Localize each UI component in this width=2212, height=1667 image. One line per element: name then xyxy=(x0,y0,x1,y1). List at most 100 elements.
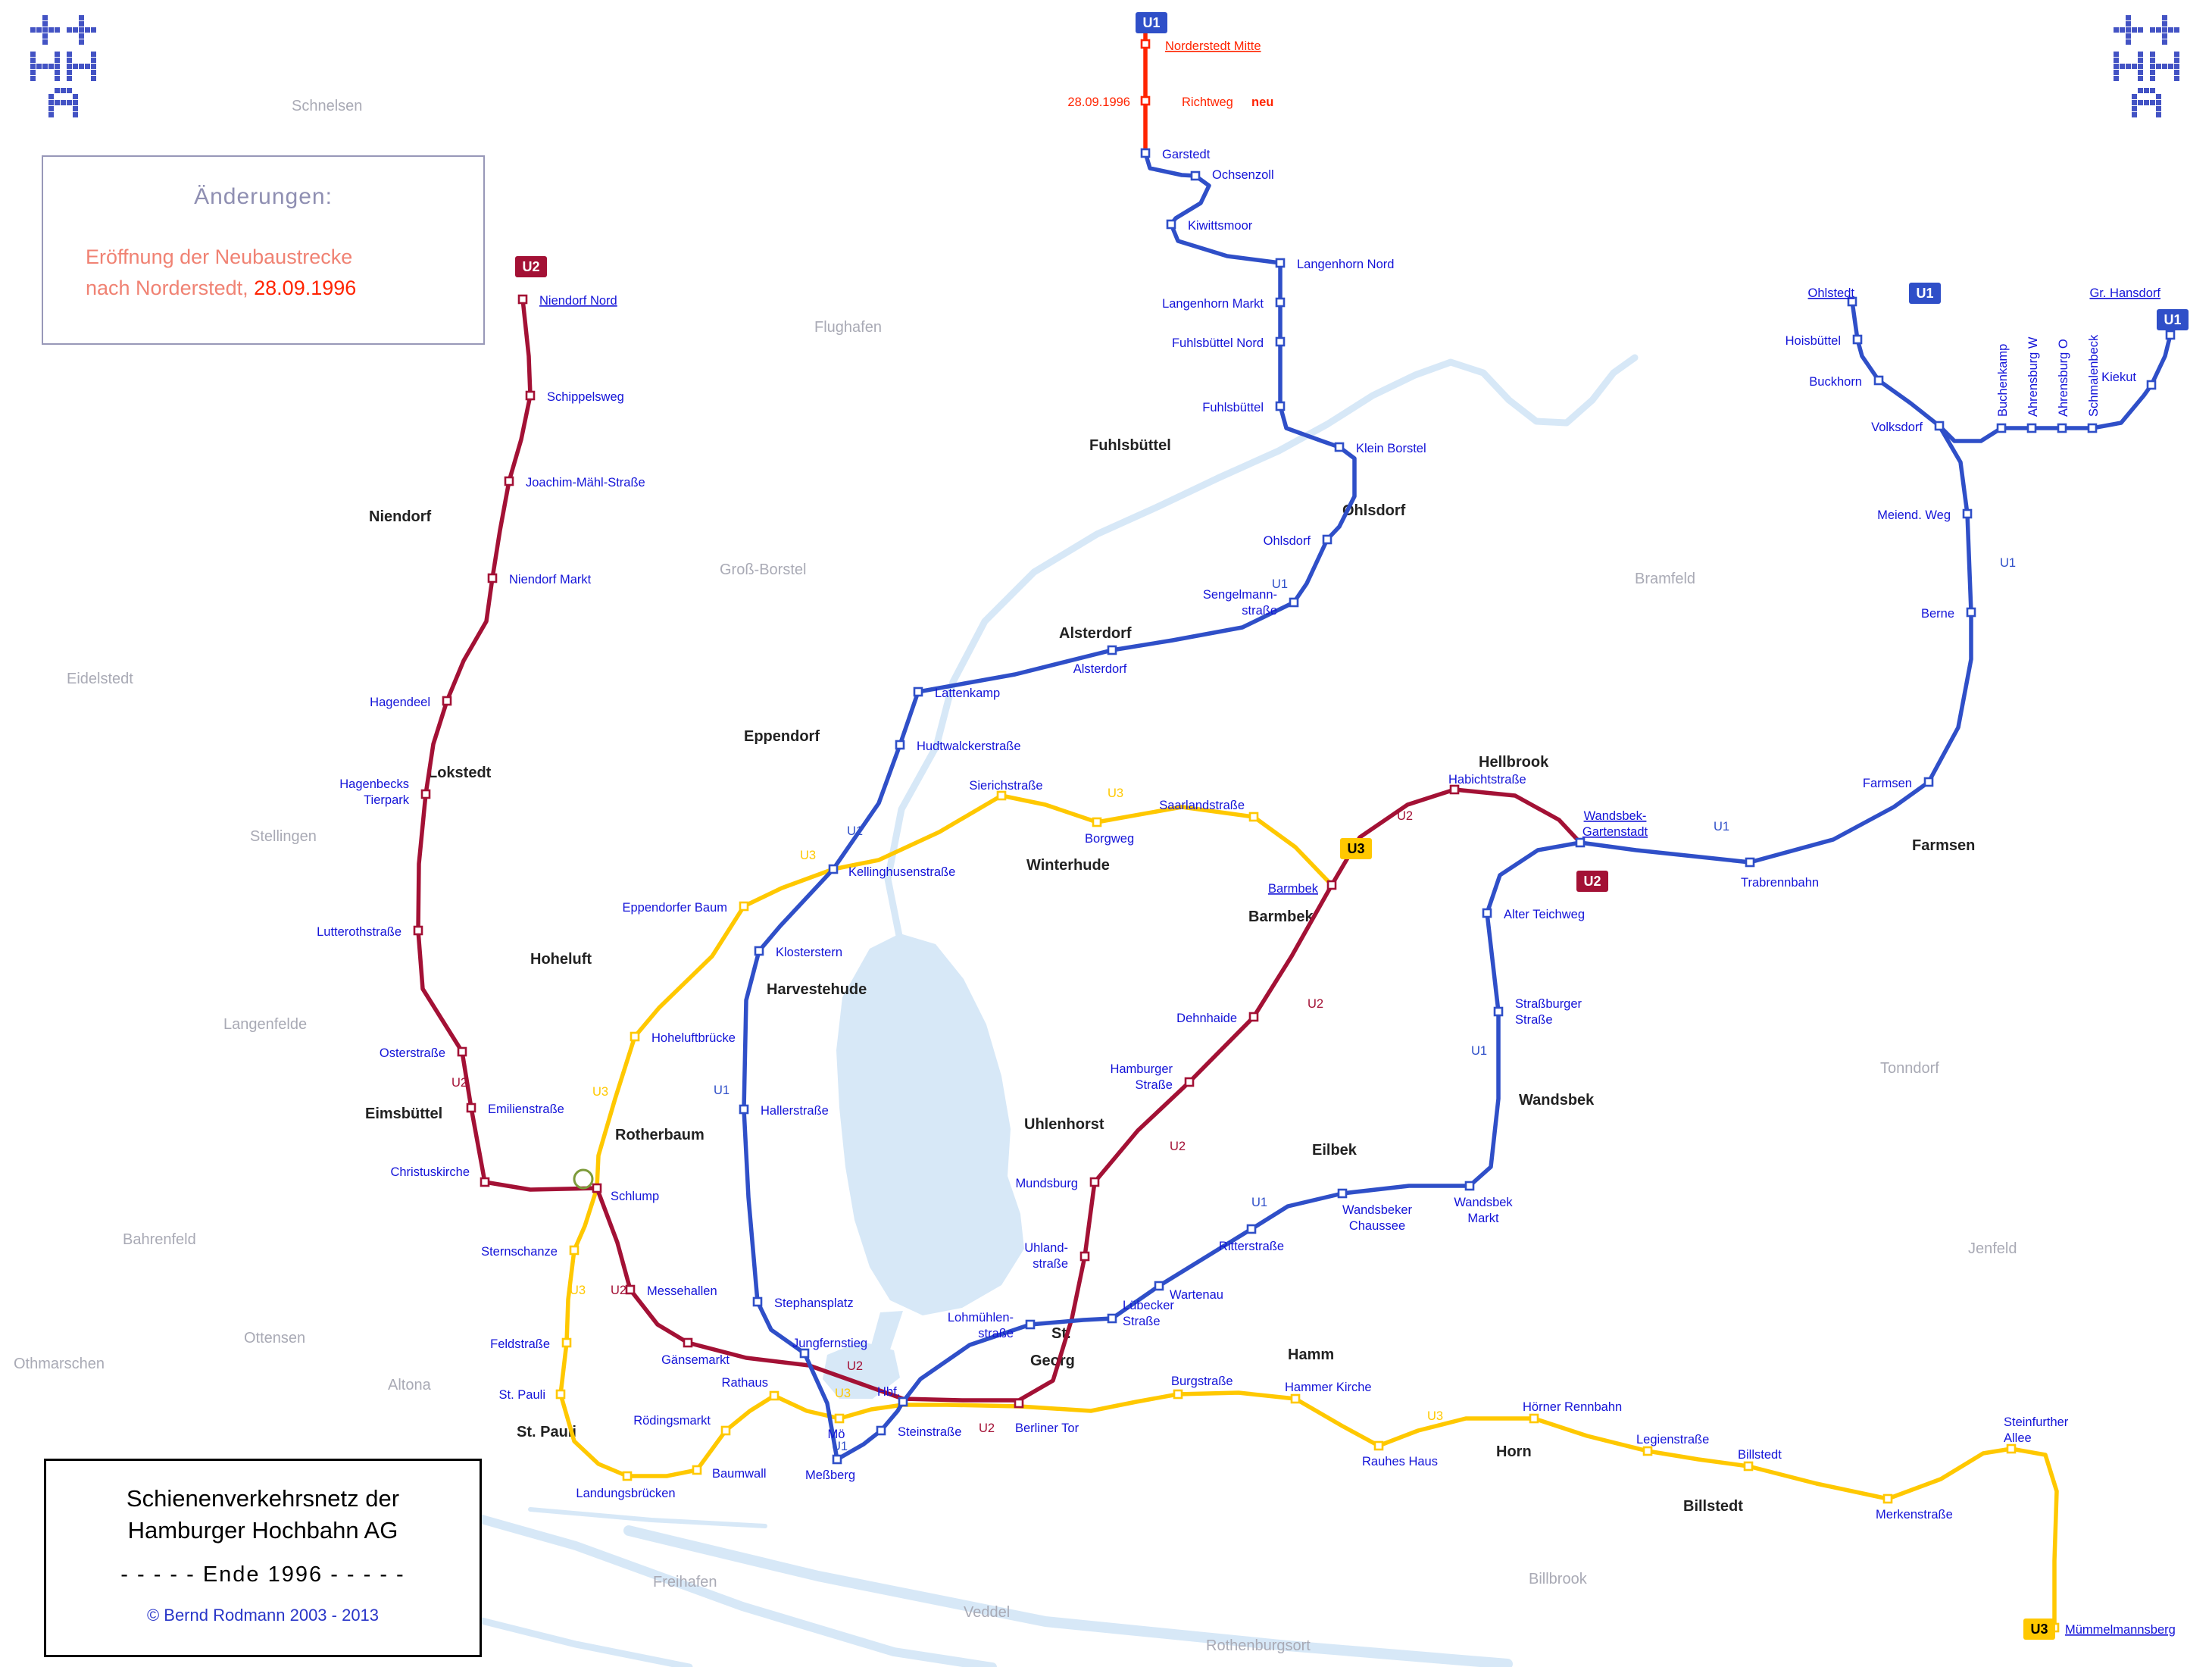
line-label-U2: U2 xyxy=(1170,1140,1186,1153)
station-label-berne: Berne xyxy=(1921,607,1954,621)
station-label-joachim-maehl-strasse: Joachim-Mähl-Straße xyxy=(526,476,645,489)
station-marker-baumwall xyxy=(692,1465,702,1475)
logo-pixel xyxy=(2126,39,2131,45)
logo-pixel xyxy=(2174,27,2179,33)
line-U1 xyxy=(1937,333,2173,443)
district-label-ohlsdorf: Ohlsdorf xyxy=(1342,502,1406,519)
logo-pixel xyxy=(2120,64,2125,69)
station-marker-eppendorfer-baum xyxy=(739,901,749,912)
logo-pixel xyxy=(67,70,72,75)
logo-pixel xyxy=(2156,100,2161,105)
station-label-messberg: Meßberg xyxy=(805,1468,855,1482)
station-marker-rathaus xyxy=(769,1390,780,1401)
district-label-bramfeld: Bramfeld xyxy=(1635,571,1695,587)
logo-pixel xyxy=(73,106,78,111)
logo-pixel xyxy=(2132,94,2137,99)
changes-title: Änderungen: xyxy=(194,184,333,209)
logo-pixel xyxy=(30,64,36,69)
logo-pixel xyxy=(30,27,36,33)
logo-pixel xyxy=(2126,27,2131,33)
water-river xyxy=(884,354,1639,951)
line-U1 xyxy=(742,151,1973,1462)
station-marker-luebecker-strasse xyxy=(1107,1313,1117,1324)
logo-pixel xyxy=(91,27,96,33)
station-marker-moe xyxy=(834,1413,845,1424)
district-label-eppendorf: Eppendorf xyxy=(744,728,820,745)
logo-pixel xyxy=(2168,64,2173,69)
station-label-rathaus: Rathaus xyxy=(722,1376,768,1390)
logo-pixel xyxy=(2162,39,2167,45)
logo-pixel xyxy=(2156,94,2161,99)
logo-pixel xyxy=(79,15,84,20)
line-U2 xyxy=(416,297,1582,1403)
station-label-roedingsmarkt: Rödingsmarkt xyxy=(633,1414,711,1428)
logo-pixel xyxy=(2168,27,2173,33)
station-marker-hoerner-rennbahn xyxy=(1529,1413,1539,1424)
district-label-eidelstedt: Eidelstedt xyxy=(67,671,133,687)
station-label-billstedt: Billstedt xyxy=(1738,1448,1782,1462)
logo-pixel xyxy=(61,100,66,105)
station-marker-farmsen xyxy=(1923,777,1934,787)
logo-pixel xyxy=(85,64,90,69)
district-label-bahrenfeld: Bahrenfeld xyxy=(123,1231,196,1248)
station-label-merkenstrasse: Merkenstraße xyxy=(1876,1508,1953,1522)
station-marker-merkenstrasse xyxy=(1882,1493,1893,1504)
district-label-winterhude: Winterhude xyxy=(1026,857,1110,874)
district-label-flughafen: Flughafen xyxy=(814,319,882,336)
logo-pixel xyxy=(55,88,60,93)
district-label-rothenburgsort: Rothenburgsort xyxy=(1206,1637,1311,1654)
station-marker-joachim-maehl-strasse xyxy=(504,476,514,486)
station-label-sternschanze: Sternschanze xyxy=(481,1245,558,1259)
district-label-langenfelde: Langenfelde xyxy=(223,1016,307,1033)
station-marker-rauhes-haus xyxy=(1373,1440,1384,1451)
water-river xyxy=(528,1507,767,1528)
district-label-eilbek: Eilbek xyxy=(1312,1142,1358,1159)
station-marker-hagendeel xyxy=(442,696,452,706)
logo-pixel xyxy=(42,21,48,27)
logo-pixel xyxy=(2120,27,2125,33)
logo-pixel xyxy=(2138,27,2143,33)
station-marker-norderstedt-mitte xyxy=(1140,39,1151,49)
copyright: © Bernd Rodmann 2003 - 2013 xyxy=(146,1606,380,1625)
logo-pixel xyxy=(85,27,90,33)
station-label-st-pauli: St. Pauli xyxy=(499,1388,545,1402)
station-marker-alsterdorf xyxy=(1107,645,1117,655)
district-label-gross-borstel: Groß-Borstel xyxy=(720,561,806,578)
station-label-borgweg: Borgweg xyxy=(1085,832,1134,846)
station-marker-ohlstedt xyxy=(1847,296,1857,307)
logo-pixel xyxy=(36,64,42,69)
badge-U1 xyxy=(1909,283,1941,304)
water-river xyxy=(423,1500,997,1667)
station-marker-niendorf-markt xyxy=(487,573,498,583)
station-marker-sengelmann-strasse xyxy=(1289,597,1299,608)
district-label-barmbek: Barmbek xyxy=(1248,909,1314,925)
station-label-klosterstern: Klosterstern xyxy=(776,946,842,959)
badge-label-U1: U1 xyxy=(2164,312,2181,327)
district-label-billbrook: Billbrook xyxy=(1529,1571,1588,1587)
logo-pixel xyxy=(2150,64,2155,69)
district-label-veddel: Veddel xyxy=(964,1604,1010,1621)
station-label-hbf: Hbf. xyxy=(877,1385,900,1399)
district-label-harvestehude: Harvestehude xyxy=(767,981,867,998)
logo-pixel xyxy=(30,52,36,57)
line-label-U1: U1 xyxy=(1251,1196,1267,1209)
logo-pixel xyxy=(2150,70,2155,75)
station-marker-uhland-strasse xyxy=(1079,1251,1090,1262)
logo-pixel xyxy=(2138,88,2143,93)
logo-pixel xyxy=(67,52,72,57)
line-label-U1: U1 xyxy=(714,1084,730,1097)
logo-pixel xyxy=(2138,100,2143,105)
line-label-U1: U1 xyxy=(832,1440,848,1453)
station-marker-habichtstrasse xyxy=(1449,784,1460,795)
line-label-U2: U2 xyxy=(1397,809,1413,823)
logo-pixel xyxy=(48,64,54,69)
station-label-schippelsweg: Schippelsweg xyxy=(547,390,624,404)
logo-pixel xyxy=(91,70,96,75)
badge-label-U1: U1 xyxy=(1142,15,1160,30)
station-marker-roedingsmarkt xyxy=(720,1425,731,1436)
badge-label-U1: U1 xyxy=(1916,286,1933,301)
